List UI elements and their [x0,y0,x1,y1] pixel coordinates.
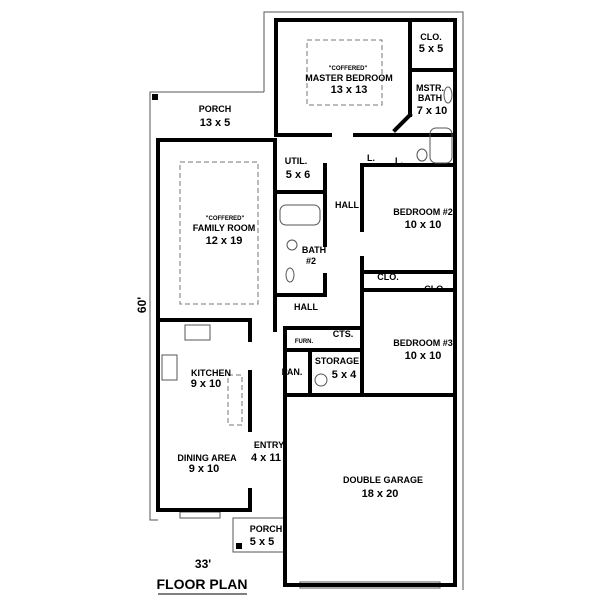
water-heater-icon [314,373,328,387]
room-labels: PORCH 13 x 5 "COFFERED" MASTER BEDROOM 1… [177,32,452,548]
linen-closet-label: L. [395,156,403,166]
hall-lower-label: HALL [294,302,318,312]
dining-size: 9 x 10 [189,463,220,475]
utility-size: 5 x 6 [286,169,310,181]
pantry-label: PAN. [282,367,303,377]
porch-front-size: 5 x 5 [250,536,274,548]
furnace-label: FURN. [295,339,314,345]
master-bedroom-size: 13 x 13 [331,84,368,96]
kitchen-size: 9 x 10 [191,378,222,390]
bath2-label: BATH [302,245,326,255]
cts-label: CTS. [333,329,354,339]
master-bath-size: 7 x 10 [417,105,448,117]
storage-size: 5 x 4 [332,369,357,381]
master-closet-size: 5 x 5 [419,43,443,55]
closet-bedroom3-label: CLO. [424,284,446,294]
master-closet-label: CLO. [420,32,442,42]
fixtures [161,86,453,426]
kitchen-sink-icon [184,324,211,341]
bathtub-icon [279,204,321,226]
post-icon [236,543,242,549]
sink-icon [285,267,295,283]
bathtub-icon [429,127,453,164]
family-coffered-note: "COFFERED" [206,216,245,222]
storage-label: STORAGE [315,356,359,366]
bedroom3-size: 10 x 10 [405,350,442,362]
walls [156,18,457,587]
plan-title: FLOOR PLAN [157,576,248,592]
garage-size: 18 x 20 [362,488,399,500]
sink-icon [443,86,453,104]
entry-label: ENTRY [254,440,284,450]
kitchen-label: KITCHEN [191,368,231,378]
porch-front-label: PORCH [250,524,283,534]
bedroom3-label: BEDROOM #3 [393,338,453,348]
family-room-label: FAMILY ROOM [193,223,256,233]
garage-label: DOUBLE GARAGE [343,475,423,485]
toilet-icon [416,148,428,162]
post-icon [152,94,158,100]
entry-size: 4 x 11 [251,452,281,464]
dining-label: DINING AREA [177,453,237,463]
family-room-size: 12 x 19 [206,235,243,247]
width-dimension: 33' [195,557,211,571]
master-bedroom-label: MASTER BEDROOM [305,73,393,83]
closet-bedroom2-label: CLO. [377,272,399,282]
bedroom2-label: BEDROOM #2 [393,207,453,217]
porch-rear-label: PORCH [199,104,232,114]
bath2-label2: #2 [306,256,316,266]
utility-label: UTIL. [285,156,308,166]
hall-upper-label: HALL [335,200,359,210]
linen-closet-label: L. [367,153,375,163]
toilet-icon [286,239,298,251]
stove-icon [161,354,178,381]
master-coffered-note: "COFFERED" [329,66,368,72]
island-counter [227,374,243,426]
coffered-ceilings [179,39,383,305]
master-bath-label2: BATH [418,93,442,103]
master-bath-label: MSTR. [416,83,444,93]
porch-rear-size: 13 x 5 [200,117,231,129]
bedroom2-size: 10 x 10 [405,219,442,231]
depth-dimension: 60' [135,297,149,313]
exterior-outlines [149,11,464,590]
